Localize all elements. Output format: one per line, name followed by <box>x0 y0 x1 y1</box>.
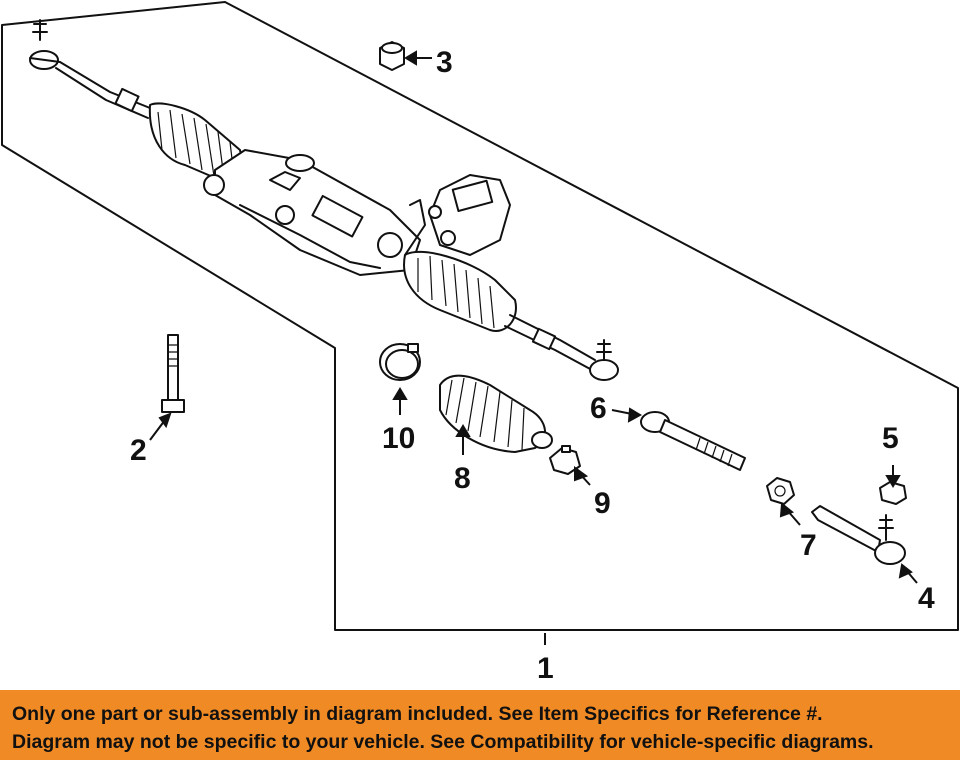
callout-8: 8 <box>454 462 471 495</box>
callout-1: 1 <box>537 652 554 685</box>
callout-3: 3 <box>436 46 453 79</box>
disclaimer-banner: Only one part or sub-assembly in diagram… <box>0 690 960 760</box>
callout-4: 4 <box>918 582 935 615</box>
callout-2: 2 <box>130 434 147 467</box>
callout-9: 9 <box>594 487 611 520</box>
nut-part-3 <box>379 41 405 71</box>
clamp-part-9 <box>549 445 581 475</box>
steering-rack-assembly <box>29 19 619 381</box>
callout-10: 10 <box>382 422 415 455</box>
callout-6: 6 <box>590 392 607 425</box>
clamp-part-10 <box>379 343 421 381</box>
nut-part-7 <box>766 477 795 505</box>
steering-rack-diagram: 1 2 3 4 5 6 7 8 9 10 <box>1 1 959 685</box>
tie-rod-end-part-4 <box>811 505 906 565</box>
boot-part-8 <box>439 374 553 453</box>
callout-5: 5 <box>882 422 899 455</box>
bolt-part-2 <box>161 334 185 413</box>
callout-7: 7 <box>800 529 817 562</box>
callout-arrows <box>149 50 918 645</box>
disclaimer-line-2: Diagram may not be specific to your vehi… <box>12 731 874 753</box>
disclaimer-line-1: Only one part or sub-assembly in diagram… <box>12 703 823 725</box>
inner-tie-rod-part-6 <box>640 411 746 471</box>
